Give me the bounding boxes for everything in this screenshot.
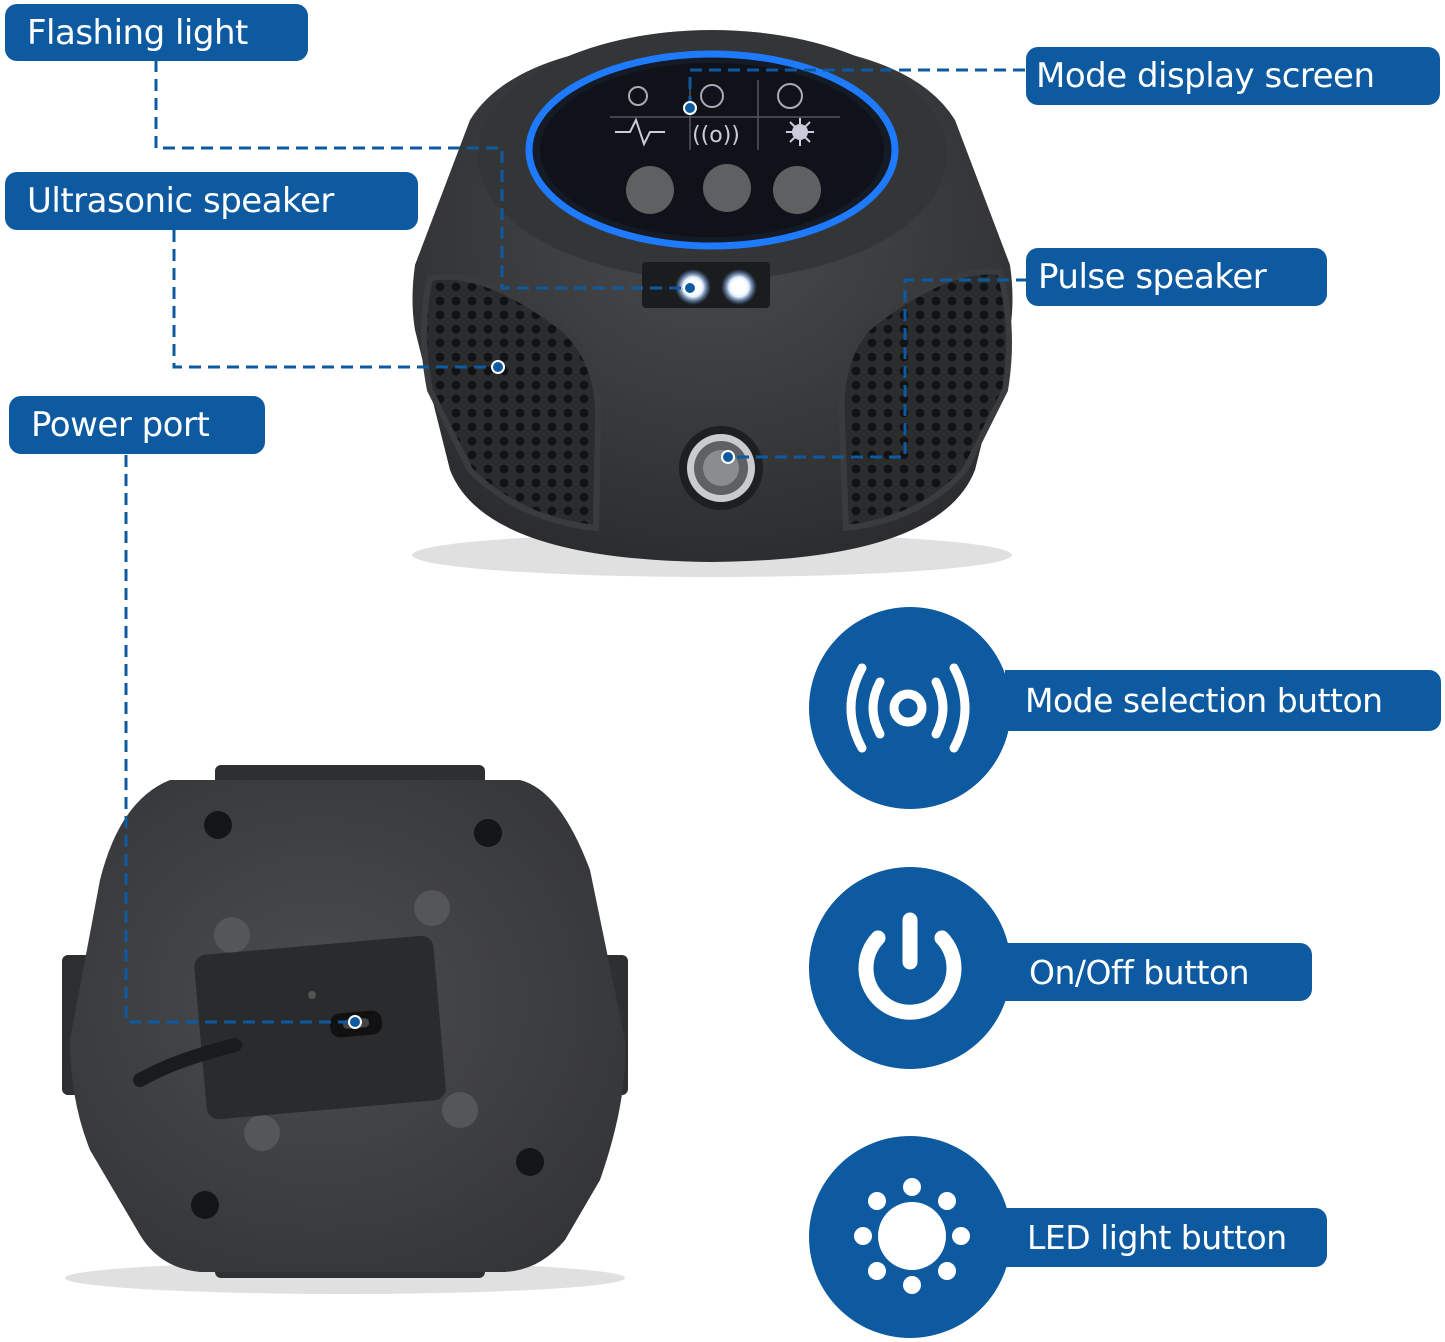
label-mode-selection-button: Mode selection button <box>1005 670 1441 731</box>
svg-text:((o)): ((o)) <box>692 123 740 148</box>
leader-lines <box>124 60 1028 1024</box>
label-led-light-button: LED light button <box>1005 1208 1327 1267</box>
device-bottom-view <box>62 765 628 1294</box>
callout-power-port: Power port <box>9 396 265 454</box>
flashing-light <box>642 262 770 308</box>
label-on-off-button: On/Off button <box>1005 943 1312 1001</box>
ultrasonic-speaker-grille <box>421 273 602 532</box>
sound-wave-icon <box>846 663 970 753</box>
callout-flashing-light: Flashing light <box>5 4 308 61</box>
leader-dots <box>348 101 735 1029</box>
power-icon <box>858 912 962 1020</box>
callout-ultrasonic-speaker: Ultrasonic speaker <box>5 172 418 230</box>
ultrasonic-sensor <box>679 426 763 510</box>
callout-mode-display-screen: Mode display screen <box>1026 47 1440 105</box>
callout-pulse-speaker: Pulse speaker <box>1026 248 1327 306</box>
device-top-view: ((o)) <box>412 30 1013 577</box>
pulse-speaker-grille <box>838 268 1012 532</box>
sun-icon <box>854 1178 970 1294</box>
mode-display-screen: ((o)) <box>525 50 899 250</box>
